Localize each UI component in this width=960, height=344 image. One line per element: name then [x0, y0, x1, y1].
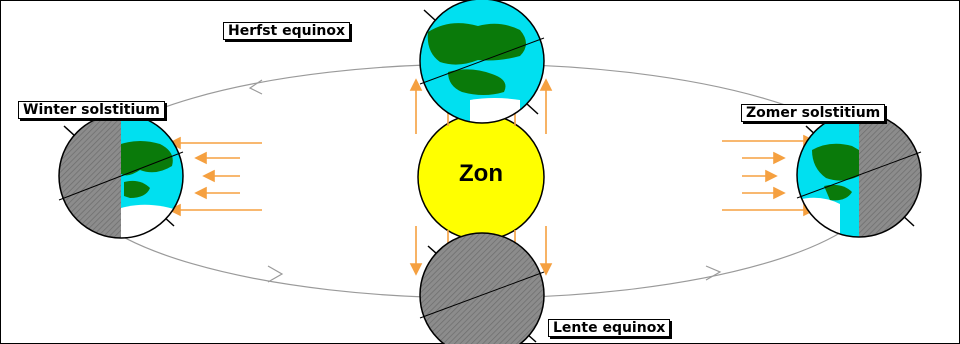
- sun-label: Zon: [459, 160, 503, 187]
- sun-rays-left: [168, 136, 262, 217]
- earth-spring-equinox: [419, 232, 545, 344]
- spring-equinox-label: Lente equinox: [548, 319, 671, 337]
- winter-solstice-label: Winter solstitium: [18, 101, 165, 119]
- earth-winter-solstice: [58, 113, 184, 239]
- orbit-arrow-icon: [705, 265, 722, 281]
- earth-autumn-equinox: [419, 0, 545, 124]
- earth-summer-solstice: [796, 112, 922, 238]
- orbit-arrow-icon: [248, 79, 263, 95]
- summer-solstice-label: Zomer solstitium: [741, 104, 886, 122]
- orbit-arrow-icon: [267, 265, 284, 283]
- autumn-equinox-label: Herfst equinox: [223, 22, 351, 40]
